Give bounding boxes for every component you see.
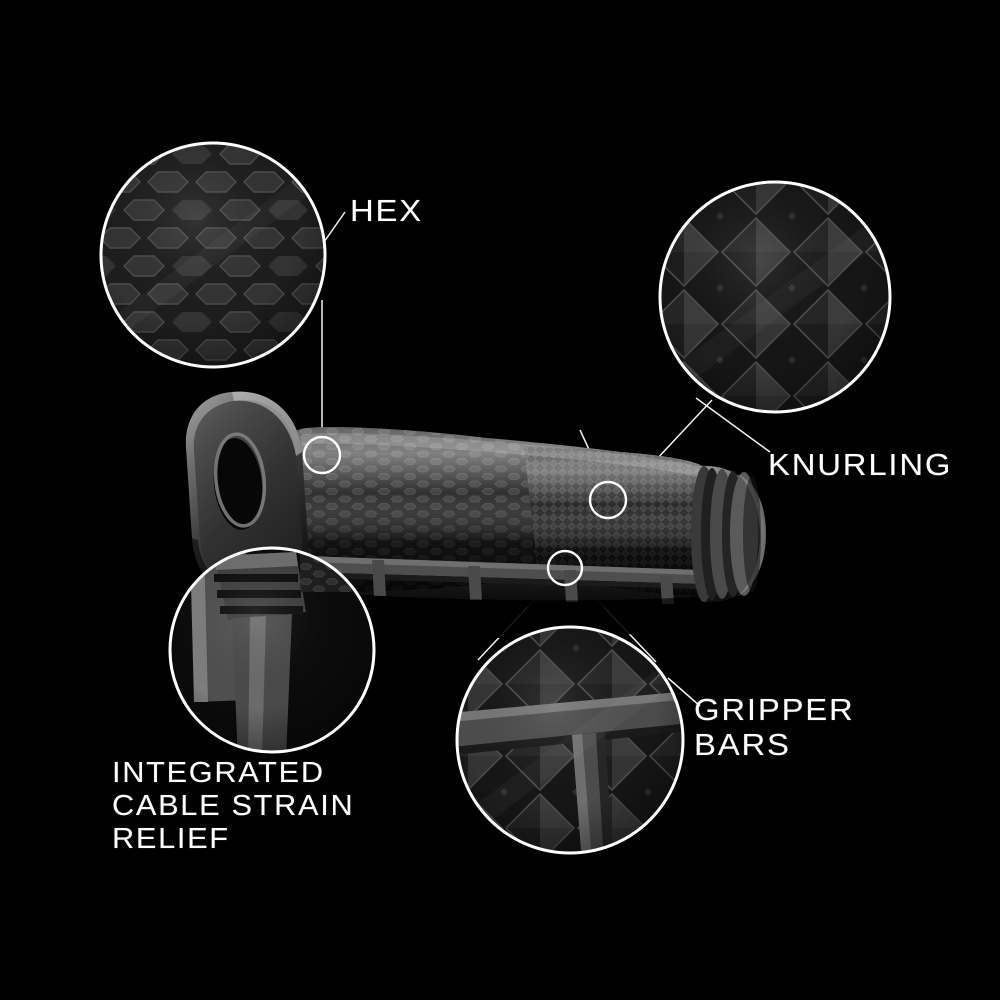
callout-label-hex: HEX — [350, 193, 423, 228]
leader-knurling-to-label — [695, 397, 771, 453]
detail-circle-strain-relief-ring — [168, 546, 376, 754]
gripper-bar-cross — [372, 560, 674, 604]
detail-circle-hex[interactable] — [95, 137, 335, 377]
callout-label-gripper-bars: GRIPPER BARS — [694, 692, 855, 763]
detail-circle-strain-relief[interactable] — [168, 546, 380, 760]
target-circles — [302, 435, 628, 587]
leader-bars-to-label — [667, 677, 701, 707]
callout-label-cable-strain-relief: INTEGRATED CABLE STRAIN RELIEF — [112, 757, 355, 856]
gripper-bar-rib — [306, 556, 700, 589]
detail-circle-knurling-ring — [658, 180, 892, 414]
detail-circle-gripper-bars-ring — [455, 625, 685, 855]
callout-label-knurling: KNURLING — [768, 447, 953, 482]
detail-circle-hex-ring — [99, 141, 327, 369]
grip-end-cap — [691, 465, 766, 603]
flange-oval-hole — [213, 438, 263, 530]
detail-circle-knurling[interactable] — [655, 177, 900, 422]
detail-circle-gripper-bars[interactable] — [440, 625, 702, 862]
target-circle-gripper-bars[interactable] — [546, 549, 584, 587]
target-circle-hex[interactable] — [302, 435, 342, 475]
target-circle-knurling[interactable] — [588, 480, 628, 520]
grip-barrel — [296, 427, 720, 607]
